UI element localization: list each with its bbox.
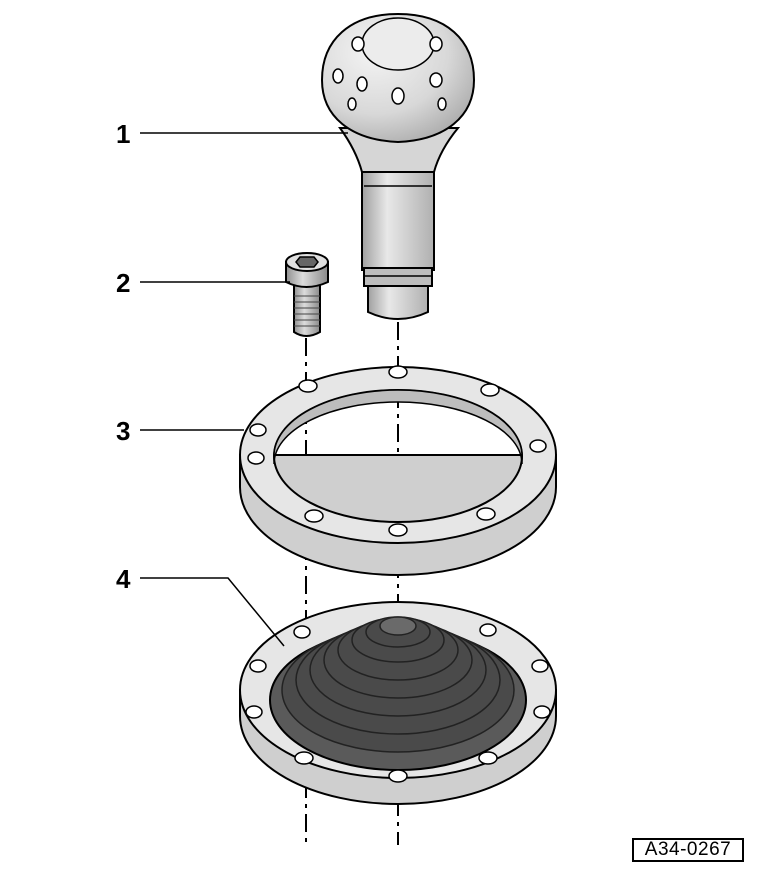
callout-1: 1 (116, 119, 130, 149)
leader-line-4 (140, 577, 285, 647)
leader-lines (140, 132, 348, 647)
rubber-boot (239, 601, 557, 805)
gear-knob (320, 12, 476, 320)
callout-4: 4 (116, 564, 131, 594)
callout-3: 3 (116, 416, 130, 446)
figure-code: A34-0267 (632, 838, 744, 862)
socket-head-bolt (285, 252, 329, 337)
callout-2: 2 (116, 268, 130, 298)
retaining-ring (238, 365, 558, 576)
